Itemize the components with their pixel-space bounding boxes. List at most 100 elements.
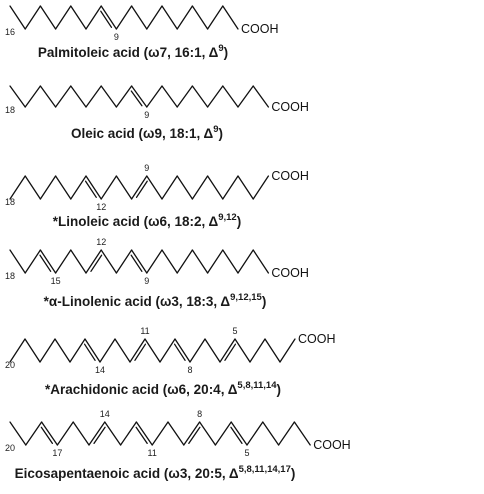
bond-c12-c11 bbox=[129, 338, 146, 363]
double-bond-delta-11 bbox=[134, 343, 147, 361]
carbon-chain bbox=[9, 175, 270, 200]
double-bond-delta-8 bbox=[173, 343, 186, 361]
acid-name: Palmitoleic acid bbox=[38, 45, 140, 60]
bond-c3-c2 bbox=[237, 175, 254, 200]
double-bond-delta-9 bbox=[130, 254, 143, 272]
bond-c8-c7 bbox=[130, 5, 148, 30]
acid-name: Arachidonic acid bbox=[50, 382, 159, 397]
bond-c14-c13 bbox=[70, 175, 87, 200]
bond-c3-c2 bbox=[264, 338, 281, 363]
bond-c17-c16 bbox=[24, 175, 42, 200]
bond-c13-c12 bbox=[85, 249, 102, 274]
bond-c13-c12 bbox=[85, 85, 102, 108]
double-bond-delta-9 bbox=[135, 180, 148, 198]
bond-c16-c15 bbox=[9, 5, 26, 30]
bond-c4-c3 bbox=[249, 338, 266, 363]
bond-c10-c9 bbox=[130, 175, 148, 200]
carbon-number-label: 15 bbox=[51, 276, 61, 286]
bond-c3-c2 bbox=[237, 85, 254, 108]
bond-c3-c2 bbox=[277, 421, 296, 446]
bond-c20-c19 bbox=[9, 421, 27, 446]
bond-c9-c8 bbox=[174, 338, 191, 363]
delta-superscript: 9 bbox=[213, 124, 218, 135]
bond-c2-c1 bbox=[222, 5, 239, 30]
acid-descriptor: (ω6, 20:4, Δ bbox=[159, 382, 238, 397]
bond-c6-c5 bbox=[191, 249, 209, 274]
acid-caption: Oleic acid (ω9, 18:1, Δ9) bbox=[71, 124, 223, 141]
bond-c8-c7 bbox=[161, 85, 178, 108]
bond-c11-c10 bbox=[115, 249, 133, 274]
carbon-chain bbox=[9, 421, 311, 446]
acid-name: Linoleic acid bbox=[58, 214, 140, 229]
bond-c17-c16 bbox=[54, 338, 71, 363]
bond-c9-c8 bbox=[146, 249, 163, 274]
bond-c5-c4 bbox=[206, 175, 224, 200]
carbon-number-label: 17 bbox=[52, 448, 62, 458]
double-bond-delta-9 bbox=[100, 10, 113, 28]
bond-c18-c17 bbox=[9, 249, 26, 274]
double-bond-delta-9 bbox=[130, 90, 143, 107]
bond-c17-c16 bbox=[56, 421, 74, 446]
bond-c18-c17 bbox=[40, 421, 59, 446]
acid-name: Eicosapentaenoic acid bbox=[15, 466, 161, 481]
bond-c11-c10 bbox=[115, 85, 133, 108]
bond-c16-c15 bbox=[39, 175, 57, 200]
carbon-number-label: 11 bbox=[140, 326, 149, 336]
carbon-number-label: 14 bbox=[95, 365, 105, 375]
bond-c4-c3 bbox=[222, 85, 239, 108]
bond-c8-c7 bbox=[189, 338, 206, 363]
carbon-number-label: 18 bbox=[5, 197, 15, 207]
carboxyl-group-label: COOH bbox=[271, 169, 309, 183]
bond-c10-c9 bbox=[100, 5, 118, 30]
acid-caption: *α-Linolenic acid (ω3, 18:3, Δ9,12,15) bbox=[44, 292, 267, 309]
acid-descriptor: (ω7, 16:1, Δ bbox=[140, 45, 219, 60]
acid-descriptor: (ω6, 18:2, Δ bbox=[140, 214, 219, 229]
bond-c4-c3 bbox=[222, 249, 239, 274]
carbon-number-label: 5 bbox=[232, 326, 237, 336]
bond-c11-c10 bbox=[144, 338, 161, 363]
caption-suffix: ) bbox=[224, 45, 229, 60]
caption-suffix: ) bbox=[262, 294, 267, 309]
double-bond-delta-8 bbox=[188, 426, 201, 445]
bond-c12-c11 bbox=[100, 175, 118, 200]
bond-c20-c19 bbox=[9, 338, 26, 363]
bond-c7-c6 bbox=[214, 421, 232, 446]
bond-c14-c13 bbox=[70, 249, 87, 274]
carboxyl-group-label: COOH bbox=[313, 438, 351, 452]
bond-c4-c3 bbox=[262, 421, 280, 446]
acid-descriptor: (ω9, 18:1, Δ bbox=[135, 126, 214, 141]
delta-superscript: 9,12 bbox=[218, 212, 237, 223]
bond-c6-c5 bbox=[191, 85, 209, 108]
bond-c12-c11 bbox=[100, 85, 118, 108]
carboxyl-group-label: COOH bbox=[271, 100, 309, 114]
carbon-number-label: 16 bbox=[5, 27, 15, 37]
caption-prefix: * bbox=[53, 214, 59, 229]
bond-c2-c1 bbox=[252, 249, 270, 274]
bond-c16-c15 bbox=[39, 249, 57, 274]
caption-suffix: ) bbox=[218, 126, 223, 141]
double-bond-delta-5 bbox=[230, 426, 243, 445]
bond-c12-c11 bbox=[70, 5, 87, 30]
bond-c18-c17 bbox=[9, 175, 26, 200]
bond-c8-c7 bbox=[161, 175, 178, 200]
bond-c7-c6 bbox=[204, 338, 221, 363]
bond-c7-c6 bbox=[176, 175, 194, 200]
bond-c15-c14 bbox=[54, 249, 72, 274]
bond-c16-c15 bbox=[72, 421, 90, 446]
bond-c9-c8 bbox=[146, 85, 163, 108]
bond-c18-c17 bbox=[9, 85, 26, 108]
bond-c12-c11 bbox=[100, 249, 118, 274]
bond-c12-c11 bbox=[135, 421, 153, 446]
bond-c19-c18 bbox=[25, 421, 43, 446]
delta-superscript: 5,8,11,14 bbox=[237, 380, 277, 391]
bond-c4-c3 bbox=[191, 5, 209, 30]
carbon-number-label: 9 bbox=[144, 163, 149, 173]
acid-caption: Eicosapentaenoic acid (ω3, 20:5, Δ5,8,11… bbox=[15, 464, 296, 481]
bond-c6-c5 bbox=[191, 175, 209, 200]
acid-caption: Palmitoleic acid (ω7, 16:1, Δ9) bbox=[38, 43, 228, 60]
